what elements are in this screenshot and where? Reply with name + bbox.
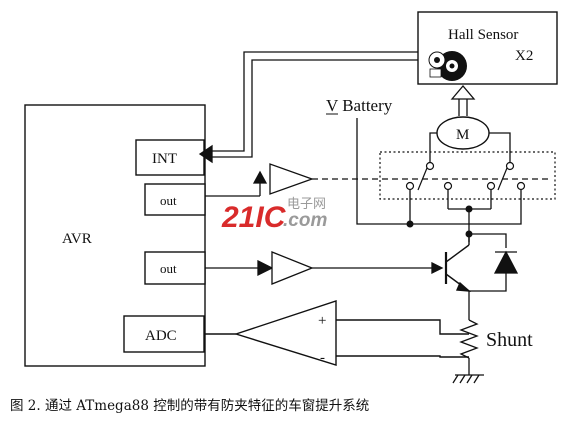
opamp: [204, 300, 469, 366]
watermark: 21IC 电子网 .com: [221, 197, 327, 234]
transistor-driver-path: [205, 251, 444, 285]
opamp-minus-label: -: [320, 350, 325, 366]
out-block-mid: [144, 251, 206, 285]
hall-sensor-title: Hall Sensor: [448, 27, 518, 43]
magnet-disc-icon: [428, 51, 467, 81]
hall-to-int-signal: [198, 51, 418, 164]
relay-box: [379, 151, 556, 200]
ground-icon: [452, 374, 484, 384]
int-label: INT: [152, 151, 177, 167]
relay-contacts: [405, 161, 526, 191]
watermark-cn: 电子网: [287, 197, 326, 212]
adc-label: ADC: [145, 328, 177, 344]
motor-shaft-arrow: [450, 84, 476, 116]
shunt-path: [459, 291, 479, 375]
relay-driver-path: [205, 163, 548, 197]
motor-wires: [429, 132, 511, 164]
relay-wiring: [409, 190, 522, 242]
watermark-dotcom: .com: [283, 210, 327, 231]
out-block-top: [144, 183, 206, 216]
junction-dots: [406, 205, 473, 238]
avr-block: [24, 104, 206, 367]
int-block: [135, 139, 205, 176]
shunt-label: Shunt: [486, 329, 533, 351]
battery-line: [356, 118, 410, 225]
adc-block: [123, 315, 205, 353]
opamp-plus-label: +: [318, 313, 326, 329]
diode: [469, 233, 519, 292]
avr-label: AVR: [62, 231, 92, 247]
figure-caption: 图 2. 通过 ATmega88 控制的带有防夹特征的车窗提升系统: [10, 398, 370, 414]
battery-label: V Battery: [326, 96, 393, 115]
out-label-mid: out: [160, 261, 177, 276]
watermark-brand: 21IC: [221, 201, 287, 234]
out-label-top: out: [160, 193, 177, 208]
transistor: [444, 234, 472, 292]
motor: M: [436, 116, 490, 150]
motor-label: M: [456, 127, 469, 143]
hall-sensor-count: X2: [515, 48, 533, 64]
